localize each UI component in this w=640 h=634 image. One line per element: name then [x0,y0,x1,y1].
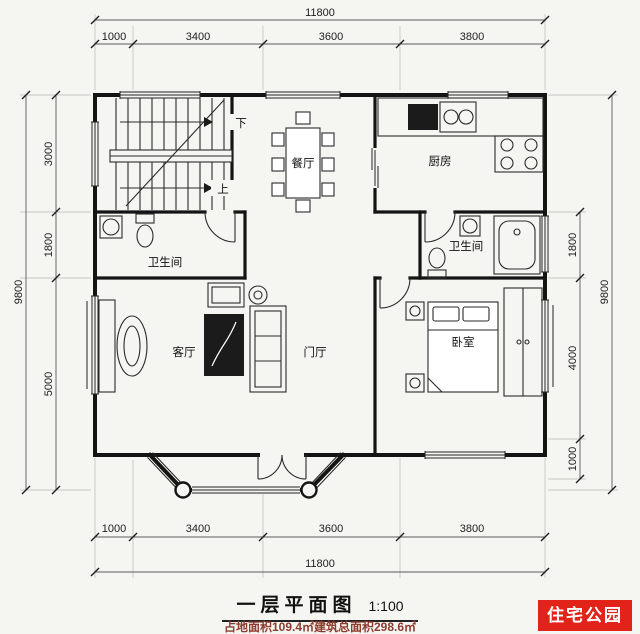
window-left-living [86,295,99,395]
dim-bottom-seg-1: 1000 [102,523,126,535]
dimension-right-total: 9800 [599,90,617,495]
bath-right-toilet [428,247,446,269]
nightstand [405,301,425,321]
window-right-bath [541,215,549,273]
window-bay-left [147,452,186,493]
bath-left-toilet [136,224,154,248]
door-entrance-double [257,454,307,480]
kitchen-range-hood [408,104,438,130]
dim-top-total: 11800 [305,7,335,19]
window-bay-bottom [192,486,300,494]
bath-left-toilet-tank [135,213,155,224]
dim-right-seg-2: 4000 [567,346,579,370]
window-top-stairs [119,91,201,99]
kitchen-counter [377,97,544,137]
bedroom: 卧室 [405,287,543,397]
window-right-bedroom [541,299,554,393]
door-bath-left [204,211,236,243]
bathtub [493,215,541,275]
dim-bottom-seg-4: 3800 [460,523,484,535]
kitchen: 厨房 [377,97,544,173]
dim-bottom-seg-2: 3400 [186,523,210,535]
foyer-label: 门厅 [304,345,327,359]
bath-right-sink [459,215,481,237]
bath-left-label: 卫生间 [148,255,183,269]
watermark-badge: 住宅公园 [538,600,632,631]
bath-right-toilet-tank [427,269,447,279]
living-room: 客厅 [98,282,287,393]
door-bedroom [379,277,411,309]
stair-up-label: 上 [217,183,229,196]
dim-top-seg-3: 3600 [319,31,343,43]
side-table [248,285,268,305]
dimension-bottom-segments: 1000 3400 3600 3800 [90,523,550,542]
dimension-bottom-total: 11800 [90,558,550,577]
dim-top-seg-2: 3400 [186,31,210,43]
dining-area: 餐厅 [271,111,335,213]
porch-column [300,481,318,499]
window-bottom-bedroom [424,451,506,459]
stairwell: 下 上 [109,98,253,210]
title-block: 一层平面图 1:100 [0,590,640,622]
porch [174,481,318,499]
doors [204,148,456,480]
dim-bottom-seg-3: 3600 [319,523,343,535]
nightstand [405,373,425,393]
plan-title: 一层平面图 [236,595,357,616]
dim-right-seg-3: 1000 [567,447,579,471]
dim-left-total: 9800 [13,280,25,304]
stair-down-label: 下 [235,118,247,130]
dimension-left-total: 9800 [13,90,31,495]
bathroom-right: 卫生间 [427,215,541,279]
dim-left-seg-3: 5000 [43,372,55,396]
door-bath-right [424,211,456,243]
dimension-left-segments: 3000 1800 5000 [43,90,61,495]
living-label: 客厅 [173,345,196,359]
kitchen-label: 厨房 [429,155,452,168]
dim-bottom-total: 11800 [305,558,335,570]
sofa [249,305,287,393]
door-kitchen-sliding [371,148,379,188]
dim-left-seg-1: 3000 [43,142,55,166]
dim-left-seg-2: 1800 [43,233,55,257]
plan-subtitle: 占地面积109.4㎡建筑总面积298.6㎡ [223,620,417,634]
bathroom-left: 卫生间 [99,213,183,269]
armchair [207,282,245,308]
tv-cabinet [98,299,116,393]
foyer: 门厅 [304,345,327,359]
pillow [462,306,490,322]
dimension-top-segments: 1000 3400 3600 3800 [90,31,550,49]
bath-left-sink [99,215,123,239]
tv-screen [116,315,148,377]
dim-top-seg-1: 1000 [102,31,126,43]
dining-label: 餐厅 [292,156,315,170]
plan-scale: 1:100 [368,598,404,614]
bath-right-label: 卫生间 [449,239,484,253]
dim-top-seg-4: 3800 [460,31,484,43]
porch-column [174,481,192,499]
pillow [432,306,460,322]
bedroom-label: 卧室 [452,335,475,349]
interior-walls [93,93,547,457]
window-bay-right [307,452,346,493]
dim-right-seg-1: 1800 [567,233,579,257]
kitchen-stove [494,135,544,173]
dimension-top-total: 11800 [90,7,550,25]
dimension-right-segments: 1800 4000 1000 [567,207,585,484]
dim-right-total: 9800 [599,280,611,304]
kitchen-sink [439,101,477,133]
window-top-dining [265,91,341,99]
window-left-stairs [91,121,99,187]
